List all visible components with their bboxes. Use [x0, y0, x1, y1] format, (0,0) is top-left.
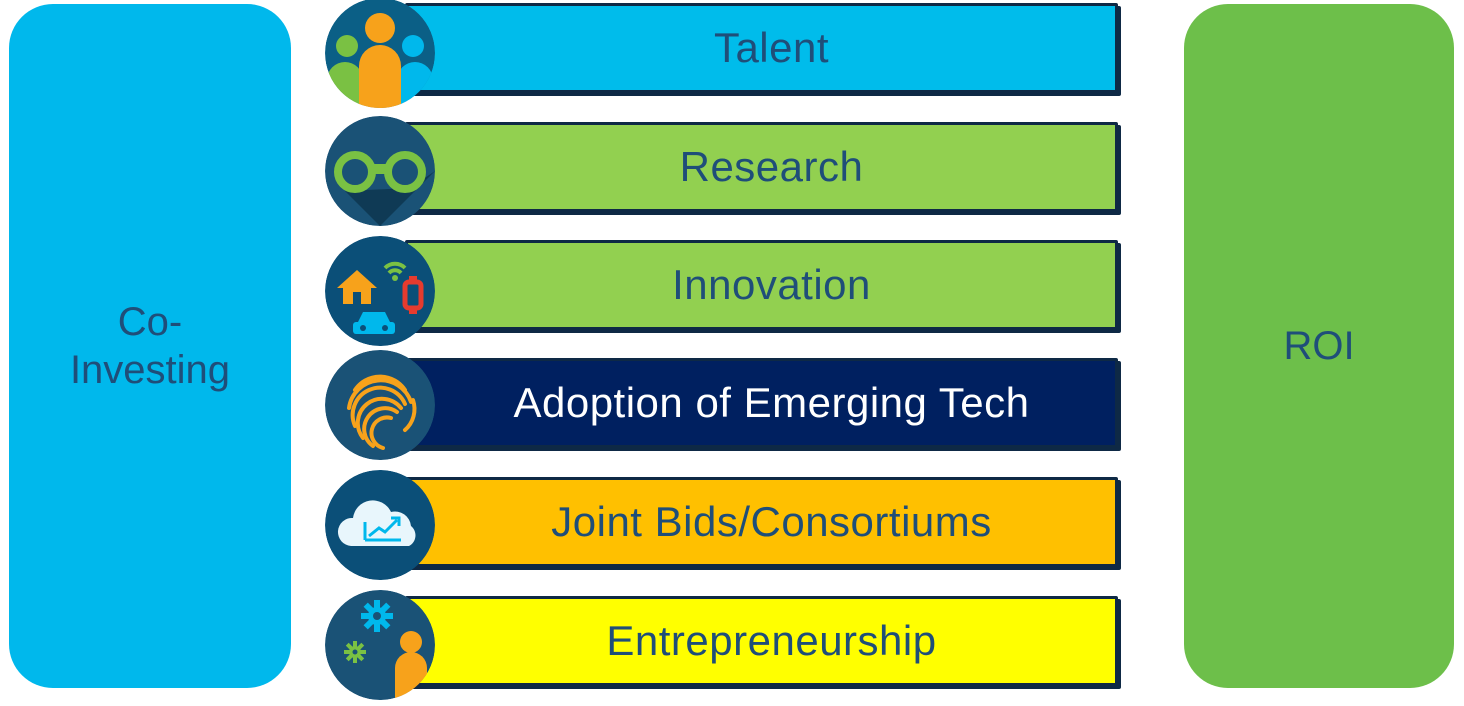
bar-label-adoption: Adoption of Emerging Tech: [513, 379, 1030, 426]
bar-joint-bids: Joint Bids/Consortiums: [405, 477, 1118, 567]
bar-talent: Talent: [405, 3, 1118, 93]
people-icon: [325, 0, 435, 108]
bar-label-research: Research: [679, 143, 864, 190]
fingerprint-icon: [325, 350, 435, 460]
bar-label-joint-bids: Joint Bids/Consortiums: [551, 498, 992, 545]
co-investing-panel: Co-Investing: [9, 4, 291, 688]
bar-label-talent: Talent: [713, 24, 830, 71]
bar-entrepreneurship: Entrepreneurship: [405, 596, 1118, 686]
roi-panel: ROI: [1184, 4, 1454, 688]
bar-adoption: Adoption of Emerging Tech: [405, 358, 1118, 448]
roi-label: ROI: [1283, 324, 1355, 368]
iot-devices-icon: [325, 236, 435, 346]
cloud-chart-icon: [325, 470, 435, 580]
binoculars-icon: [325, 116, 435, 226]
bar-label-entrepreneurship: Entrepreneurship: [606, 617, 937, 664]
gear-person-icon: [325, 590, 435, 700]
bar-innovation: Innovation: [405, 240, 1118, 330]
co-investing-label: Co-Investing: [69, 300, 231, 392]
bar-research: Research: [405, 122, 1118, 212]
bar-label-innovation: Innovation: [672, 261, 871, 308]
